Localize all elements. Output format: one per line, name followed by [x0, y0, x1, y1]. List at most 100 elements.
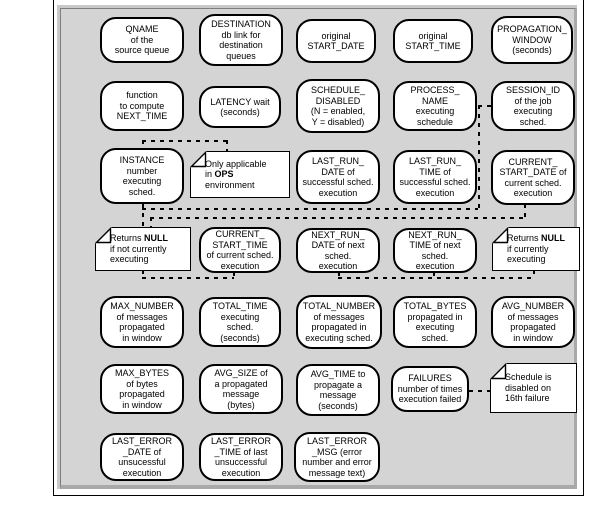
node-text-segment: if not currently [110, 243, 167, 254]
node-text-line: sched. [421, 332, 449, 343]
node-text-line: execution [415, 261, 455, 271]
node-text-line: execution failed [398, 394, 462, 405]
node-text-line: TIME of [419, 166, 451, 177]
node-text-line: 16th failure [505, 393, 574, 404]
node-text-line: schedule [416, 116, 454, 127]
dashed-connector [533, 270, 535, 278]
node-text-line: MAX_NUMBER [110, 301, 174, 311]
column-node-schedule-disabled: SCHEDULE_DISABLED(N = enabled,Y = disabl… [296, 79, 380, 133]
node-text-segment: OPS [214, 169, 234, 180]
node-text-line: (seconds) [220, 107, 260, 117]
node-text-line: FAILURES [408, 373, 452, 384]
node-text-line: DISABLED [315, 95, 361, 106]
node-text-line: MAX_BYTES [114, 368, 170, 378]
node-text-line: START_TIME [405, 41, 461, 51]
dashed-connector [233, 272, 235, 278]
node-text-line: (seconds) [220, 332, 260, 343]
node-text-segment: disabled on [505, 382, 552, 393]
node-text-line: execution [415, 187, 455, 198]
node-text-line: a propagated [214, 378, 268, 389]
node-text-line: db link for [221, 29, 261, 40]
node-text-line: execution [220, 260, 260, 271]
node-text-segment: executing [507, 254, 546, 265]
node-text-line: LAST_RUN_ [311, 156, 365, 166]
figure-frame [53, 0, 584, 496]
node-text-line: propagate a [313, 379, 363, 390]
node-text-line: LAST_ERROR [306, 436, 368, 446]
node-text-line: LATENCY wait [210, 96, 270, 107]
node-text-segment: environment [205, 179, 255, 190]
dashed-connector [226, 140, 228, 152]
node-text-line: TOTAL_TIME [212, 301, 268, 311]
dashed-connector [142, 208, 478, 210]
node-text-line: (bytes) [227, 399, 255, 410]
node-text-line: message [222, 389, 260, 399]
dashed-connector [142, 270, 144, 278]
node-text-line: LAST_ERROR [111, 436, 173, 446]
node-text-line: unsuccessful [214, 457, 268, 467]
node-text-line: environment [205, 180, 287, 191]
node-text-line: INSTANCE [119, 155, 165, 165]
folded-corner-icon [491, 226, 509, 244]
dashed-connector [338, 272, 340, 278]
dashed-connector [433, 272, 435, 278]
folded-corner-icon [189, 150, 207, 168]
node-text-line: propagated [119, 389, 165, 399]
node-text-line: _MSG (error [311, 446, 362, 457]
node-text-line: AVG_SIZE of [214, 368, 268, 378]
node-text-line: NEXT_RUN_ [408, 229, 462, 240]
node-text-line: destination [219, 40, 263, 50]
node-text-segment: Returns [507, 233, 542, 244]
node-text-line: message text) [308, 467, 366, 478]
node-text-line: PROPAGATION_ [497, 24, 567, 35]
node-text-line: CURRENT_ [215, 229, 265, 239]
node-text-line: TOTAL_BYTES [403, 301, 467, 311]
node-text-line: propagated in [407, 311, 463, 322]
node-text-line: Returns NULL [507, 233, 577, 244]
node-text-line: QNAME [125, 24, 159, 35]
node-text-line: of the [130, 34, 154, 45]
node-text-line: of the job [514, 95, 552, 106]
node-text-line: sched. [519, 116, 547, 127]
node-text-line: execution [318, 261, 358, 271]
node-text-line: CURRENT_ [508, 156, 558, 167]
node-text-segment: NULL [541, 233, 566, 244]
node-text-line: sched. [128, 186, 156, 197]
dashed-connector [469, 390, 490, 392]
node-text-line: START_TIME [212, 239, 268, 250]
node-text-line: _DATE of [122, 446, 162, 457]
node-text-line: propagated [119, 322, 165, 332]
node-text-line: executing [415, 106, 455, 116]
node-text-line: executing [122, 176, 162, 186]
node-text-line: DATE of [321, 166, 355, 177]
node-text-line: SESSION_ID [505, 85, 561, 95]
node-text-line: executing [507, 254, 577, 265]
node-text-line: NEXT_RUN_ [311, 229, 365, 240]
node-text-line: original [321, 30, 351, 41]
node-text-line: in OPS [205, 169, 287, 180]
node-text-line: DATE of next [311, 240, 365, 250]
dashed-connector [142, 140, 144, 149]
node-text-line: executing [110, 254, 188, 265]
node-text-line: sched. [324, 250, 352, 261]
dashed-connector [142, 140, 226, 142]
node-text-line: execution [221, 467, 261, 478]
